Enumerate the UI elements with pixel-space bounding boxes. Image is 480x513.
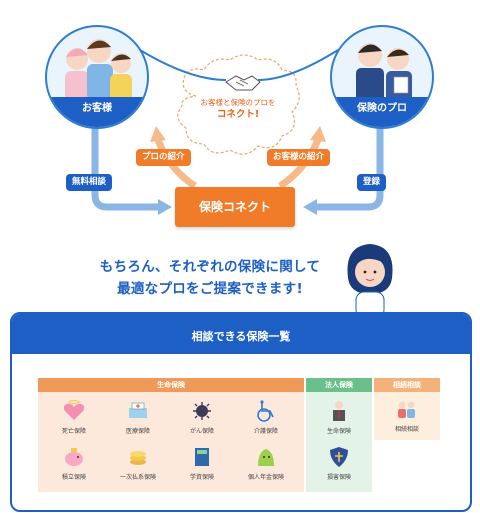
- tile-label: 死亡保障: [61, 428, 86, 435]
- coins-icon: [130, 451, 146, 465]
- tile-corporate-life[interactable]: 生命保険: [309, 400, 369, 440]
- piggy-bank-icon: [65, 448, 83, 466]
- tile-label: 積立保険: [61, 474, 86, 481]
- tile-label: 生命保険: [326, 428, 351, 435]
- tile-education[interactable]: 学資保険: [172, 446, 232, 486]
- pro-label: 保険のプロ: [332, 97, 432, 127]
- corporate-insurance-header: 法人保険: [306, 378, 372, 392]
- flow-diagram: [91, 49, 384, 215]
- tile-label: 介護保障: [253, 428, 278, 435]
- tile-label: 学資保険: [189, 474, 214, 481]
- wheelchair-icon: [257, 400, 274, 422]
- insurance-list-panel: 相談できる保険一覧 生命保険 死亡保障 医療保障 がん保障 介護保障 積立保険 …: [10, 312, 472, 512]
- inheritance-header: 相続相談: [374, 378, 440, 392]
- inheritance-body: 相続相談: [374, 392, 440, 440]
- tile-nursing-care[interactable]: 介護保障: [236, 400, 296, 440]
- tile-lump-sum[interactable]: 一次払系保険: [108, 446, 168, 486]
- tile-savings[interactable]: 積立保険: [44, 446, 104, 486]
- tile-corporate-damage[interactable]: 損害保険: [309, 446, 369, 486]
- tile-medical[interactable]: 医療保障: [108, 400, 168, 440]
- corporate-insurance-body: 生命保険 損害保険: [306, 392, 372, 492]
- tile-label: 相続相談: [394, 426, 419, 433]
- advisor-mascot-illustration: [347, 244, 393, 318]
- life-insurance-body: 死亡保障 医療保障 がん保障 介護保障 積立保険 一次払系保険 学資保険 個人: [38, 392, 304, 492]
- customer-label: お客様: [47, 97, 147, 127]
- tile-death-benefit[interactable]: 死亡保障: [44, 400, 104, 440]
- virus-icon: [193, 402, 211, 420]
- headline-line-2: 最適なプロをご提案できます!: [117, 281, 303, 297]
- tile-pension[interactable]: 個人年金保険: [236, 446, 296, 486]
- headline: もちろん、それぞれの保険に関して 最適なプロをご提案できます!: [70, 256, 350, 300]
- headline-line-1: もちろん、それぞれの保険に関して: [99, 259, 321, 275]
- tile-inheritance[interactable]: 相続相談: [377, 398, 437, 438]
- customer-circle: お客様: [45, 25, 149, 129]
- customers-illustration: [65, 39, 132, 102]
- tile-label: 個人年金保険: [247, 474, 284, 481]
- family-icon: [398, 401, 415, 418]
- cloud-line-1: お客様と保険のプロを: [200, 98, 276, 107]
- cloud-caption: お客様と保険のプロを コネクト!: [190, 97, 286, 121]
- hospital-bed-icon: [129, 402, 147, 418]
- tile-cancer[interactable]: がん保障: [172, 400, 232, 440]
- left-blue-arrow: [91, 125, 160, 211]
- registration-pill: 登録: [357, 174, 387, 191]
- right-blue-arrow: [315, 125, 384, 211]
- tile-label: 損害保険: [326, 474, 351, 481]
- life-insurance-header: 生命保険: [38, 378, 304, 392]
- heart-angel-icon: [63, 400, 85, 420]
- left-orange-arrow: [154, 138, 197, 189]
- tile-label: がん保障: [189, 428, 214, 435]
- panel-title: 相談できる保険一覧: [12, 314, 470, 354]
- customer-introduction-pill: お客様の紹介: [267, 149, 331, 166]
- blob-mascot-icon: [258, 449, 274, 466]
- hoken-connect-box: 保険コネクト: [175, 187, 295, 227]
- pro-circle: 保険のプロ: [330, 25, 434, 129]
- businessman-icon: [333, 401, 345, 421]
- handshake-icon: [225, 75, 261, 91]
- tile-label: 医療保障: [125, 428, 150, 435]
- cloud-line-2: コネクト!: [216, 109, 260, 120]
- right-orange-arrow: [278, 138, 322, 189]
- tile-label: 一次払系保険: [119, 474, 156, 481]
- free-consultation-pill: 無料相談: [66, 174, 113, 191]
- pro-introduction-pill: プロの紹介: [136, 149, 191, 166]
- professionals-illustration: [356, 43, 412, 104]
- book-icon: [195, 448, 209, 466]
- shield-icon: [330, 447, 348, 467]
